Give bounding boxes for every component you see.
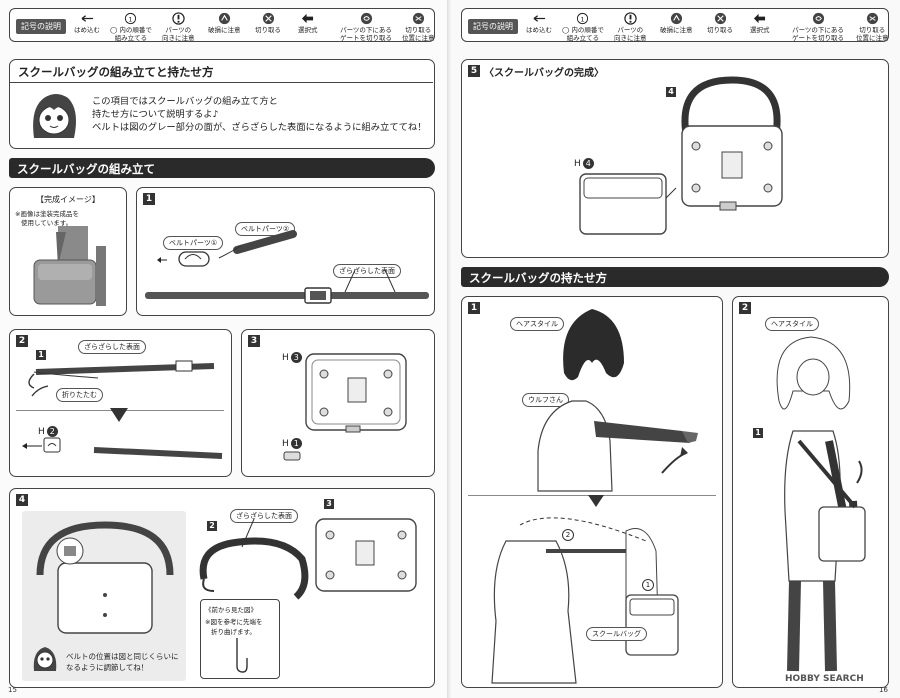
left-page: 記号の説明 はめ込む 1 ◯ 内の順番で 組み立てる パーツの 向きに注意 破損… [0,0,449,698]
hold-bar: スクールバッグの持たせ方 [461,267,889,287]
character-avatar-icon [33,94,76,138]
page-number: 16 [879,686,888,694]
figure-with-bag-final [776,336,866,672]
gate-cut-icon [360,12,372,25]
legend-item-cut: 切り取る [707,12,733,34]
book-gutter [447,0,453,698]
bag-with-strap [681,76,783,211]
legend-item-snap: はめ込む [74,12,100,34]
hand-damage-icon [670,12,682,25]
legend-item-choice: 選択式 [298,12,318,34]
part-h1 [283,451,301,461]
double-arrow-icon [754,13,766,24]
cut-icon [262,12,274,25]
legend-item-snap: はめ込む [526,12,552,34]
circle-number-icon: 1 [577,12,589,25]
svg-text:1: 1 [129,15,133,23]
belt-folded [22,437,223,459]
legend-item-cut-position: 切り取る 位置に注意 [402,12,435,42]
step1-box: 1 ベルトパーツ① ベルトパーツ② ざらざらした表面 [136,187,435,316]
legend-item-cut-position: 切り取る 位置に注意 [856,12,889,42]
bag-frame-part [315,518,417,592]
belt-fold-diagram [28,360,215,397]
step4-box: 4 ベルトの位置は図と同じくらいに なるように調節してね！ ざらざらした表面 2… [9,488,435,688]
hairstyle-label: ヘアスタイル [510,317,564,331]
figure-body [537,400,698,492]
exclamation-icon [172,12,185,25]
assembled-bag-back [36,521,174,634]
hold-step2-box: 2 ヘアスタイル 1 [732,296,889,688]
legend-title: 記号の説明 [468,19,518,34]
figure-with-bag [491,517,679,684]
watermark: HOBBY SEARCH [785,674,864,684]
symbol-legend: 記号の説明 はめ込む 1 ◯ 内の順番で 組み立てる パーツの 向きに注意 破損… [461,8,889,42]
rough-surface-label: ざらざらした表面 [78,340,146,354]
circle-number-icon: 1 [125,12,137,25]
double-arrow-icon [302,13,314,24]
section-title: スクールバッグの組み立てと持たせ方 [18,65,214,79]
cut-position-icon [866,12,878,25]
legend-item-order: 1 ◯ 内の順番で 組み立てる [562,12,604,42]
bag-frame-part [305,353,407,433]
down-arrow-icon [588,495,604,507]
arrow-left-icon [533,15,545,22]
cut-position-icon [412,12,424,25]
front-view-box: 《前から見た図》 ※図を参考に先端を 折り曲げます。 [200,599,280,679]
complete-image-box: 【完成イメージ】 ※画像は塗装完成品を 使用しています。 [9,187,127,316]
legend-item-choice: 選択式 [750,12,770,34]
divider [10,82,433,83]
exclamation-icon [624,12,637,25]
legend-item-cut: 切り取る [255,12,281,34]
hairstyle-label: ヘアスタイル [765,317,819,331]
right-page: 記号の説明 はめ込む 1 ◯ 内の順番で 組み立てる パーツの 向きに注意 破損… [451,0,900,698]
arrow-left-icon [81,15,93,22]
gate-cut-icon [812,12,824,25]
legend-item-damage: 破損に注意 [660,12,693,34]
legend-item-direction: パーツの 向きに注意 [614,12,647,42]
intro-box: スクールバッグの組み立てと持たせ方 この項目ではスクールバッグの組み立て方と 持… [9,59,435,149]
belt-part1 [157,245,242,267]
legend-item-gate: パーツの下にある ゲートを切り取る [792,12,844,42]
down-arrow-icon [110,408,128,422]
legend-item-damage: 破損に注意 [208,12,241,34]
school-bag-label: スクールバッグ [586,627,647,641]
legend-item-direction: パーツの 向きに注意 [162,12,195,42]
legend-item-gate: パーツの下にある ゲートを切り取る [340,12,392,42]
complete-bag-photo [33,226,106,306]
hand-damage-icon [218,12,230,25]
legend-item-order: 1 ◯ 内の順番で 組み立てる [110,12,152,42]
character-avatar-icon [33,647,57,671]
bag-front-cover [579,173,677,235]
hook-detail [236,638,248,673]
fold-label: 折りたたむ [56,388,103,402]
wolf-hair-part [563,309,624,381]
cut-icon [714,12,726,25]
belt-part2-label: ベルトパーツ② [235,222,296,236]
symbol-legend: 記号の説明 はめ込む 1 ◯ 内の順番で 組み立てる パーツの 向きに注意 破損… [9,8,435,42]
hold-step1-box: 1 ヘアスタイル ウルフさん 2 1 スクールバッグ [461,296,723,688]
belt-part1-label: ベルトパーツ① [163,236,224,250]
assembled-belt [145,269,429,304]
rough-surface-label: ざらざらした表面 [333,264,401,278]
rough-surface-label: ざらざらした表面 [230,509,298,523]
belt-part2 [233,230,297,254]
page-number: 15 [8,686,17,694]
wolf-label: ウルフさん [522,393,569,407]
legend-title: 記号の説明 [16,19,66,34]
assembly-bar: スクールバッグの組み立て [9,158,435,178]
belt-loop [199,518,309,600]
svg-text:1: 1 [581,15,585,23]
